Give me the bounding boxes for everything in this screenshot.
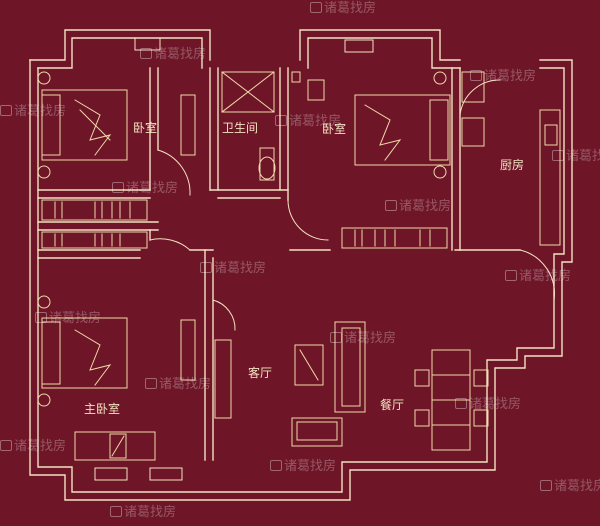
room-label-bedroom-center: 卧室 [322, 122, 347, 136]
watermark: 诸葛找房 [385, 200, 451, 214]
room-label-bathroom: 卫生间 [222, 121, 259, 135]
outer-walls [29, 29, 573, 501]
watermark: 诸葛找房 [112, 182, 178, 196]
watermark: 诸葛找房 [470, 70, 536, 84]
doors [149, 79, 555, 331]
watermark-logo-icon [470, 70, 482, 81]
watermark-logo-icon [140, 48, 152, 59]
watermark-logo-icon [112, 182, 124, 193]
watermark-logo-icon [540, 480, 552, 491]
room-label-bedroom-nw: 卧室 [133, 121, 158, 135]
room-label-living-room: 客厅 [248, 366, 273, 380]
watermark: 诸葛找房 [270, 460, 336, 474]
watermark: 诸葛找房 [140, 48, 206, 62]
watermark: 诸葛找房 [200, 262, 266, 276]
watermark-logo-icon [0, 105, 12, 116]
watermark-logo-icon [270, 460, 282, 471]
interior-walls [37, 67, 521, 461]
watermark: 诸葛找房 [505, 270, 571, 284]
windows [94, 37, 374, 481]
watermark-logo-icon [200, 262, 212, 273]
room-label-master-bedroom: 主卧室 [84, 402, 121, 416]
watermark-logo-icon [145, 378, 157, 389]
watermark-logo-icon [505, 270, 517, 281]
watermark: 诸葛找房 [0, 440, 66, 454]
watermark-logo-icon [310, 2, 322, 13]
watermark-logo-icon [552, 150, 564, 161]
watermark: 诸葛找房 [35, 312, 101, 326]
watermark-logo-icon [35, 312, 47, 323]
watermark-logo-icon [385, 200, 397, 211]
watermark: 诸葛找房 [552, 150, 600, 164]
watermark: 诸葛找房 [145, 378, 211, 392]
room-label-kitchen: 厨房 [500, 158, 525, 172]
watermark-logo-icon [455, 398, 467, 409]
watermark-logo-icon [330, 332, 342, 343]
watermark: 诸葛找房 [330, 332, 396, 346]
watermark: 诸葛找房 [0, 105, 66, 119]
watermark: 诸葛找房 [110, 506, 176, 520]
watermark-logo-icon [275, 115, 287, 126]
watermark: 诸葛找房 [540, 480, 600, 494]
watermark: 诸葛找房 [275, 115, 341, 129]
furniture [37, 71, 561, 461]
room-label-dining-room: 餐厅 [380, 398, 405, 412]
watermark-logo-icon [0, 440, 12, 451]
watermark-logo-icon [110, 506, 122, 517]
watermark: 诸葛找房 [455, 398, 521, 412]
watermark: 诸葛找房 [310, 2, 376, 16]
